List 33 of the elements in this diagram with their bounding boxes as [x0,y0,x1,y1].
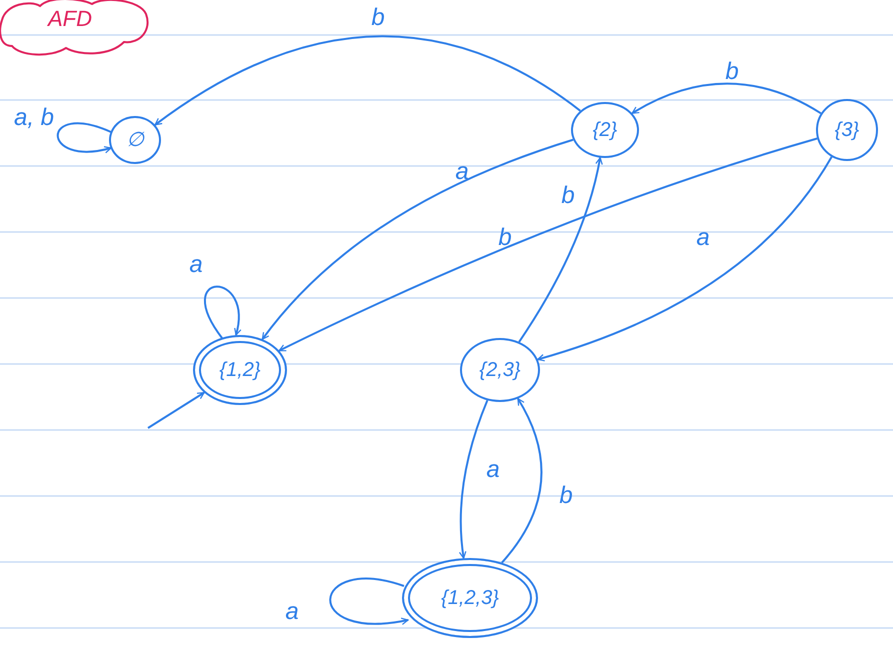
transition-arrow [459,400,488,559]
state-label: ∅ [126,130,144,150]
transition-arrow [632,82,822,114]
edge-label: a [455,160,469,184]
transition-arrow [56,122,112,153]
transition-arrow [262,138,574,340]
edge-label: a [486,458,500,482]
title: AFD [48,8,92,30]
state-label: {3} [834,120,860,140]
state-circle [571,102,639,158]
transition-arrow [518,157,603,342]
transition-arrow [147,392,205,429]
edge-label: a [285,600,299,624]
state-label: {2,3} [479,360,521,380]
edge-label: b [371,6,385,30]
edge-label: b [561,184,575,208]
state-label: {1,2,3} [441,588,499,608]
state-circle [109,116,161,164]
edge-label: b [498,226,512,250]
edge-label: b [725,60,739,84]
edge-label: a, b [14,106,54,130]
transition-arrow [537,156,832,362]
transition-arrow [501,398,542,564]
edge-label: a [696,226,710,250]
transition-arrow [278,138,818,352]
state-label: {1,2} [219,360,261,380]
state-label: {2} [592,120,618,140]
state-circle [816,99,878,161]
transition-arrow [154,35,581,126]
transition-arrow [204,286,241,339]
edge-label: a [189,253,203,277]
edge-label: b [559,484,573,508]
transition-arrow [329,578,409,625]
